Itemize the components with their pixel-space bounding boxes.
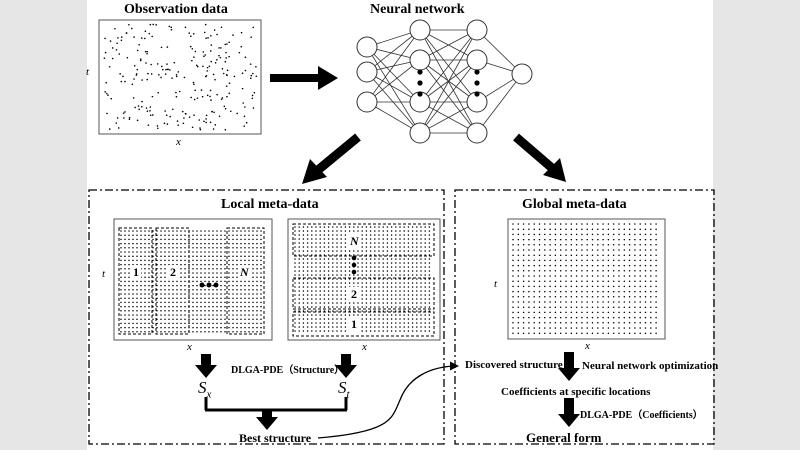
x-strip-1-label: 1 (131, 265, 141, 280)
merge-bracket (204, 397, 348, 430)
arrow-down-discovered (558, 352, 580, 381)
left-gray-band (0, 0, 87, 450)
x-strip-2-label: 2 (168, 265, 178, 280)
right-gray-band (713, 0, 800, 450)
global-title: Global meta-data (522, 197, 627, 212)
local-x-axis-label-1: x (187, 341, 192, 353)
global-metadata-panel (454, 189, 715, 445)
global-grid-points (512, 223, 657, 334)
arrow-to-local (302, 133, 361, 184)
local-title: Local meta-data (221, 197, 319, 212)
x-strip-n (226, 227, 265, 335)
arrow-down-sx (195, 354, 217, 378)
dlga-structure-label: DLGA-PDE（Structure） (231, 365, 345, 376)
nn-optimization-label: Neural network optimization (582, 360, 719, 372)
t-strip-n-label: N (348, 234, 361, 249)
x-strip-ellipsis (199, 282, 219, 288)
t-strip-2 (292, 277, 435, 310)
local-metadata-panel (88, 189, 445, 445)
neural-network-graph (356, 19, 533, 144)
global-x-axis-label: x (585, 340, 590, 352)
arrow-down-st (335, 354, 357, 378)
local-t-axis-label: t (102, 268, 106, 280)
x-strip-2 (155, 227, 190, 335)
observation-scatter-points (103, 23, 258, 131)
obs-t-axis-label: t (86, 66, 90, 78)
local-x-axis-label-2: x (362, 341, 367, 353)
network-title: Neural network (370, 2, 465, 17)
t-strip-1 (292, 311, 435, 337)
x-strip-1 (118, 227, 153, 335)
curve-arrow-to-discovered (317, 361, 459, 439)
t-strip-2-label: 2 (349, 287, 359, 302)
t-strip-ellipsis (351, 255, 357, 275)
global-t-axis-label: t (494, 278, 498, 290)
x-strip-n-label: N (238, 265, 251, 280)
dlga-coefficients-label: DLGA-PDE（Coefficients） (580, 410, 703, 421)
arrow-to-global (513, 133, 566, 182)
t-strip-n (292, 223, 435, 257)
st-label: St (338, 378, 350, 401)
obs-x-axis-label: x (176, 136, 181, 148)
observation-title: Observation data (124, 2, 228, 17)
local-t-plot-frame (287, 218, 441, 341)
best-structure-label: Best structure (239, 431, 312, 445)
arrow-down-coefficients (558, 398, 580, 427)
coefficients-label: Coefficients at specific locations (501, 386, 651, 398)
t-strip-1-label: 1 (349, 317, 359, 332)
general-form-label: General form (526, 430, 602, 445)
discovered-structure-label: Discovered structure (465, 359, 563, 371)
arrow-to-network (270, 66, 338, 90)
sx-label: Sx (198, 378, 212, 401)
global-plot-frame (507, 218, 666, 340)
